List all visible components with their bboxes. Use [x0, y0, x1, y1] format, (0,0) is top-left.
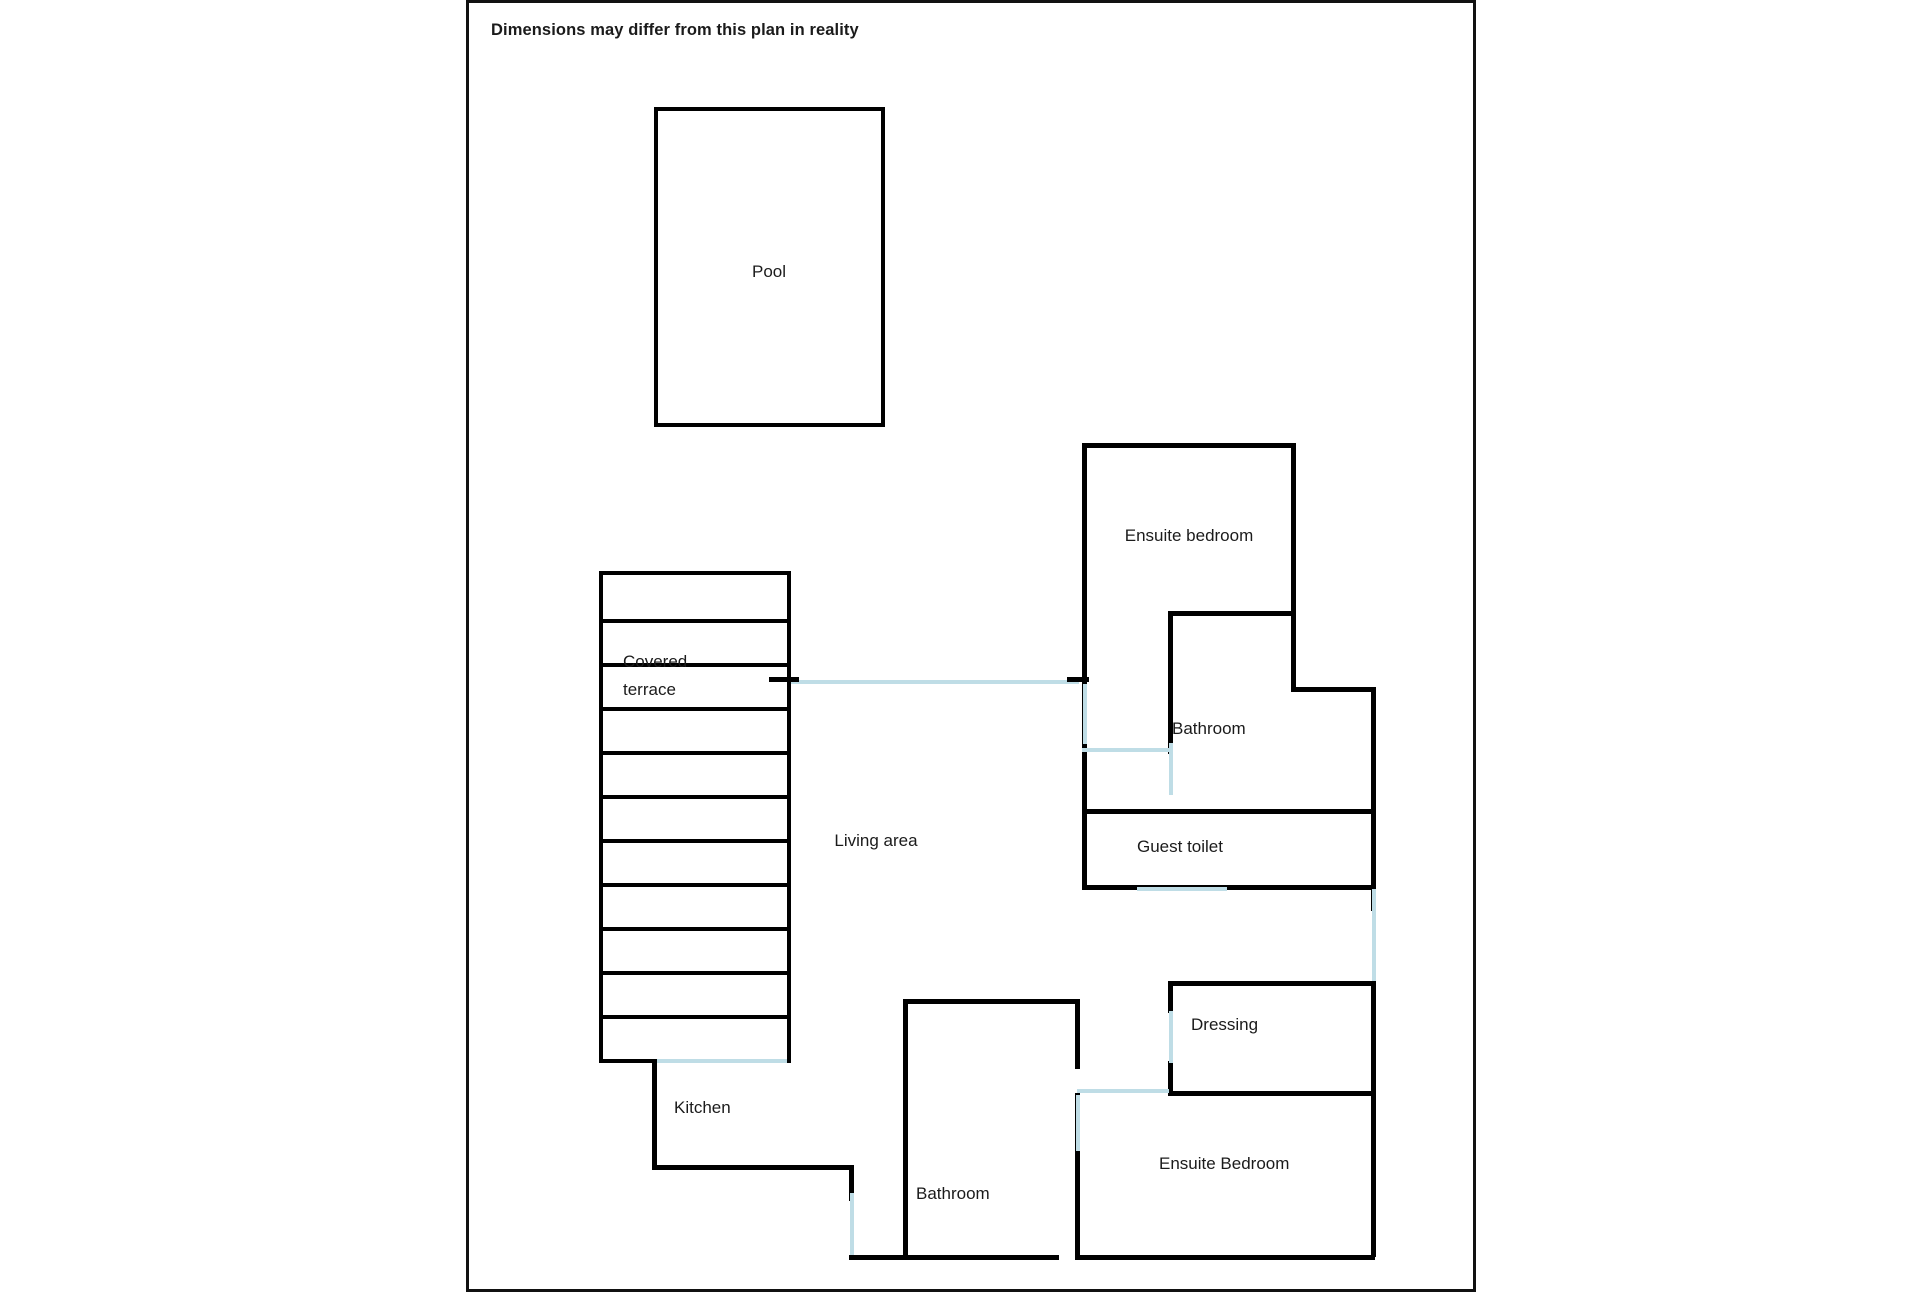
wall-kitchen-left — [652, 1059, 657, 1169]
door-guest-toilet-south — [1137, 887, 1227, 891]
wall-bathroom-top-south — [1082, 809, 1376, 814]
room-label-pool: Pool — [751, 262, 787, 281]
wall-ensuite-bottom-east — [1371, 1091, 1376, 1257]
plan-sheet: Dimensions may differ from this plan in … — [466, 0, 1476, 1292]
door-bathroom-top-west — [1083, 684, 1087, 744]
room-pool — [654, 107, 885, 427]
door-ensuite-to-bathroom-top — [1169, 743, 1173, 795]
wall-bathroom-bottom-east-top — [1075, 999, 1080, 1069]
wall-ensuite-bottom-west — [1075, 1093, 1080, 1257]
room-label-ensuite-bedroom-top: Ensuite bedroom — [1124, 526, 1254, 545]
door-corridor-to-dressing — [1372, 889, 1376, 983]
wall-ensuite-top-north — [1082, 443, 1296, 448]
room-label-living-area: Living area — [834, 831, 918, 850]
terrace-slat — [603, 839, 787, 843]
room-label-bathroom-top: Bathroom — [1172, 719, 1246, 738]
wall-dressing-north — [1168, 981, 1376, 986]
room-covered-terrace — [599, 571, 791, 1063]
wall-ensuite-top-east — [1291, 443, 1296, 615]
room-label-bathroom-bottom: Bathroom — [916, 1184, 990, 1203]
wall-guest-toilet-west — [1082, 809, 1087, 889]
door-kitchen-to-exterior — [850, 1193, 854, 1256]
room-label-dressing: Dressing — [1191, 1015, 1259, 1034]
room-label-covered-terrace-line1: Covered — [623, 652, 688, 671]
wall-kitchen-bottom — [652, 1165, 853, 1170]
wall-bottom-exterior-left — [849, 1255, 1059, 1260]
room-label-ensuite-bedroom-bottom: Ensuite Bedroom — [1159, 1154, 1290, 1173]
room-label-kitchen: Kitchen — [674, 1098, 731, 1117]
wall-ensuite-bottom-south — [1075, 1255, 1375, 1260]
door-corridor-to-bathroom-top — [1082, 748, 1172, 752]
wall-bathroom-bottom-north — [903, 999, 1080, 1004]
wall-terrace-door-jamb-left — [769, 677, 799, 682]
terrace-slat — [603, 795, 787, 799]
wall-bathroom-top-step-north — [1291, 687, 1376, 692]
terrace-slat — [603, 1015, 787, 1019]
door-terrace-to-kitchen — [657, 1059, 787, 1063]
room-label-guest-toilet: Guest toilet — [1137, 837, 1223, 856]
door-living-to-ensuite-bottom — [1077, 1089, 1169, 1093]
terrace-slat — [603, 751, 787, 755]
wall-bathroom-top-north — [1168, 611, 1296, 616]
wall-bathroom-top-east — [1371, 687, 1376, 889]
wall-ensuite-top-west — [1082, 443, 1087, 753]
door-bathroom-bottom-east — [1076, 1095, 1080, 1151]
wall-guest-toilet-south — [1082, 885, 1376, 890]
wall-dressing-west-bottom — [1168, 1061, 1173, 1095]
terrace-slat — [603, 927, 787, 931]
terrace-slat — [603, 971, 787, 975]
terrace-slat — [603, 707, 787, 711]
wall-bathroom-top-inner-west — [1168, 611, 1173, 754]
terrace-slat — [603, 663, 787, 667]
terrace-slat — [603, 883, 787, 887]
disclaimer-note: Dimensions may differ from this plan in … — [491, 21, 859, 39]
wall-dressing-east — [1371, 981, 1376, 1093]
door-dressing-west — [1169, 1011, 1173, 1063]
room-label-covered-terrace-line2: terrace — [623, 680, 676, 699]
wall-bathroom-bottom-west — [903, 999, 908, 1257]
door-terrace-to-living — [791, 680, 1079, 684]
terrace-slat — [603, 619, 787, 623]
wall-bathroom-top-step-east — [1291, 611, 1296, 691]
wall-dressing-west-top — [1168, 981, 1173, 1013]
wall-living-door-jamb-right — [1067, 677, 1089, 682]
wall-dressing-south — [1168, 1091, 1376, 1096]
wall-kitchen-right-stub — [849, 1165, 854, 1201]
